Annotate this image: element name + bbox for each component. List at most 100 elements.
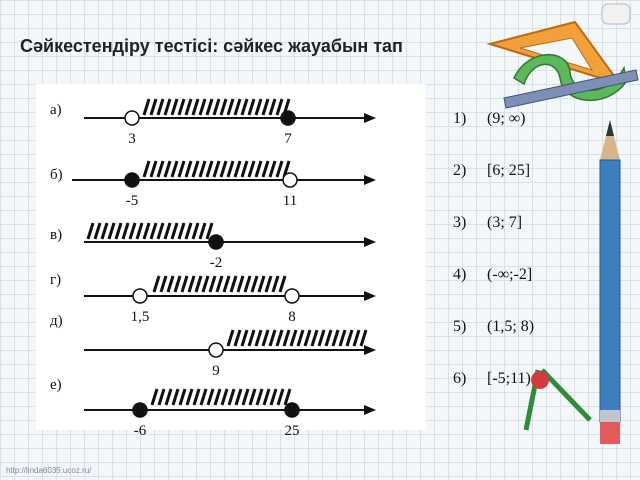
hatch-stroke	[178, 388, 187, 406]
hatch-stroke	[247, 98, 256, 116]
hatch-stroke	[166, 275, 175, 293]
hatch-stroke	[177, 98, 186, 116]
hatch-stroke	[254, 160, 263, 178]
hatch-stroke	[205, 98, 214, 116]
hatch-stroke	[240, 329, 249, 347]
hatch-stroke	[205, 160, 214, 178]
hatch-stroke	[121, 222, 130, 240]
hatch-stroke	[247, 329, 256, 347]
answer-number: 3)	[453, 214, 467, 231]
hatch-stroke	[271, 275, 280, 293]
hatch-stroke	[191, 222, 200, 240]
open-point	[282, 172, 298, 188]
filled-point	[208, 234, 224, 250]
tick-label: 7	[284, 131, 292, 147]
answer-number: 1)	[453, 110, 467, 127]
hatch-stroke	[191, 98, 200, 116]
hatch-stroke	[170, 160, 179, 178]
hatch-stroke	[135, 222, 144, 240]
compass-icon	[523, 368, 592, 431]
hatch-stroke	[303, 329, 312, 347]
number-line-item: е) -6 25	[50, 377, 376, 439]
hatch-stroke	[257, 275, 266, 293]
hatch-stroke	[201, 275, 210, 293]
axis-arrow-icon	[364, 291, 376, 301]
hatch-stroke	[261, 98, 270, 116]
hatch-stroke	[219, 160, 228, 178]
hatch-stroke	[152, 275, 161, 293]
hatch-stroke	[142, 222, 151, 240]
hatch-stroke	[275, 98, 284, 116]
hatch-stroke	[213, 388, 222, 406]
shaded-interval	[152, 275, 287, 293]
pencil-icon	[599, 120, 621, 444]
hatch-stroke	[163, 222, 172, 240]
hatch-stroke	[247, 160, 256, 178]
tick-label: 3	[128, 131, 136, 147]
hatch-stroke	[261, 329, 270, 347]
hatch-stroke	[255, 388, 264, 406]
hatch-stroke	[227, 388, 236, 406]
number-line-item: д)9	[50, 313, 376, 379]
tick-label: 1,5	[131, 309, 150, 325]
hatch-stroke	[191, 160, 200, 178]
hatch-stroke	[206, 388, 215, 406]
hatch-stroke	[240, 98, 249, 116]
tick-label: -6	[134, 423, 147, 439]
item-label: б)	[50, 167, 63, 183]
hatch-stroke	[198, 222, 207, 240]
hatch-stroke	[149, 160, 158, 178]
filled-point	[284, 402, 300, 418]
filled-point	[280, 110, 296, 126]
hatch-stroke	[150, 388, 159, 406]
hatch-stroke	[276, 388, 285, 406]
answer-number: 5)	[453, 318, 467, 335]
hatch-stroke	[173, 275, 182, 293]
hatch-stroke	[156, 222, 165, 240]
hatch-stroke	[194, 275, 203, 293]
hatch-stroke	[275, 160, 284, 178]
open-point	[132, 288, 148, 304]
hatch-stroke	[177, 222, 186, 240]
tick-label: 25	[285, 423, 300, 439]
hatch-stroke	[282, 329, 291, 347]
hatch-stroke	[212, 160, 221, 178]
hatch-stroke	[310, 329, 319, 347]
axis-arrow-icon	[364, 345, 376, 355]
hatch-stroke	[208, 275, 217, 293]
hatch-stroke	[233, 329, 242, 347]
page-title: Сәйкестендіру тестісі: сәйкес жауабын та…	[20, 36, 403, 56]
hatch-stroke	[261, 160, 270, 178]
hatch-stroke	[233, 160, 242, 178]
tick-label: 8	[288, 309, 296, 325]
hatch-stroke	[359, 329, 368, 347]
hatch-stroke	[219, 98, 228, 116]
shaded-interval	[142, 98, 291, 116]
hatch-stroke	[338, 329, 347, 347]
hatch-stroke	[275, 329, 284, 347]
hatch-stroke	[226, 160, 235, 178]
answer-interval: (9; ∞)	[487, 110, 526, 127]
hatch-stroke	[324, 329, 333, 347]
hatch-stroke	[180, 275, 189, 293]
hatch-stroke	[157, 388, 166, 406]
answer-interval: (3; 7]	[487, 214, 523, 231]
answer-number: 2)	[453, 162, 467, 179]
hatch-stroke	[149, 222, 158, 240]
filled-point	[132, 402, 148, 418]
answer-number: 6)	[453, 370, 467, 387]
answer-interval: (1,5; 8)	[487, 318, 535, 335]
item-label: в)	[50, 227, 62, 243]
hatch-stroke	[289, 329, 298, 347]
hatch-stroke	[128, 222, 137, 240]
footer-url: http://linda6035.ucoz.ru/	[6, 466, 92, 475]
hatch-stroke	[212, 98, 221, 116]
hatch-stroke	[268, 98, 277, 116]
item-label: е)	[50, 377, 62, 393]
shaded-interval	[226, 329, 368, 347]
tick-label: -2	[210, 255, 223, 271]
shaded-interval	[150, 388, 292, 406]
hatch-stroke	[205, 222, 214, 240]
